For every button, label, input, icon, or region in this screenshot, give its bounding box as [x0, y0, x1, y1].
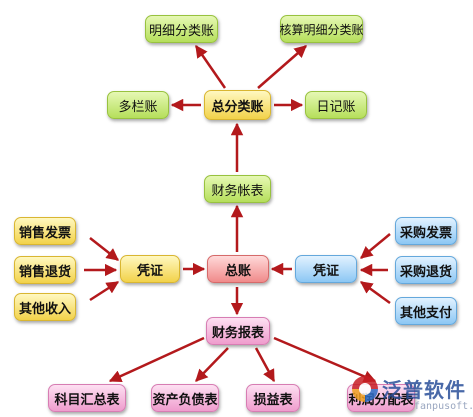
- node-purchase-return: 采购退货: [395, 256, 457, 284]
- node-label: 核算明细分类账: [279, 22, 364, 37]
- node-label: 销售退货: [18, 264, 71, 280]
- node-accounting-detail-ledger: 核算明细分类账: [279, 15, 364, 43]
- arrow-to-account-summary: [108, 336, 205, 383]
- arrow-to-balance-sheet: [195, 347, 229, 382]
- node-other-income: 其他收入: [14, 293, 76, 321]
- watermark-brand: 泛普软件: [382, 378, 466, 402]
- node-label: 其他收入: [18, 301, 71, 317]
- node-journal: 日记账: [305, 91, 367, 119]
- node-label: 日记账: [316, 99, 356, 115]
- node-label: 财务报表: [211, 325, 264, 341]
- arrow-to-profit-distribution: [273, 336, 377, 383]
- node-label: 其他支付: [399, 305, 452, 321]
- node-general-ledger-category: 总分类账: [204, 90, 271, 120]
- node-general-ledger: 总账: [207, 255, 269, 283]
- arrow-purchase-invoice-to-voucher: [360, 233, 391, 259]
- arrow-sales-invoice-to-voucher: [89, 237, 119, 261]
- arrow-other-payment-to-voucher: [359, 280, 391, 305]
- node-financial-books: 财务帐表: [204, 175, 271, 203]
- node-multi-column-ledger: 多栏账: [107, 91, 169, 119]
- node-label: 采购退货: [399, 264, 452, 280]
- node-detail-ledger: 明细分类账: [145, 15, 218, 43]
- node-label: 明细分类账: [148, 23, 214, 39]
- node-label: 财务帐表: [211, 183, 264, 199]
- node-other-payment: 其他支付: [395, 297, 457, 325]
- node-label: 凭证: [136, 263, 163, 279]
- node-label: 总账: [224, 263, 251, 279]
- watermark-url: fanpusoft.com: [414, 401, 473, 412]
- node-income-statement: 损益表: [246, 384, 300, 412]
- node-label: 销售发票: [18, 225, 71, 241]
- node-sales-invoice: 销售发票: [14, 217, 76, 245]
- node-balance-sheet: 资产负债表: [151, 384, 219, 412]
- node-label: 损益表: [253, 392, 293, 408]
- node-account-summary: 科目汇总表: [48, 384, 126, 412]
- brand-logo-icon: [352, 376, 378, 402]
- watermark: 泛普软件 fanpusoft.com: [352, 370, 473, 417]
- node-label: 总分类账: [211, 99, 264, 115]
- node-financial-statements: 财务报表: [206, 317, 270, 345]
- node-voucher-right: 凭证: [295, 255, 357, 283]
- node-label: 采购发票: [399, 225, 452, 241]
- node-purchase-invoice: 采购发票: [395, 217, 457, 245]
- arrow-to-income-statement: [254, 347, 276, 383]
- node-sales-return: 销售退货: [14, 256, 76, 284]
- arrow-other-income-to-voucher: [89, 280, 120, 302]
- node-label: 资产负债表: [152, 392, 218, 408]
- node-label: 科目汇总表: [54, 392, 120, 408]
- node-voucher-left: 凭证: [120, 255, 180, 283]
- arrow-to-accounting-detail-ledger: [257, 45, 307, 89]
- node-label: 多栏账: [118, 99, 158, 115]
- node-label: 凭证: [312, 263, 339, 279]
- arrow-to-detail-ledger: [194, 44, 227, 89]
